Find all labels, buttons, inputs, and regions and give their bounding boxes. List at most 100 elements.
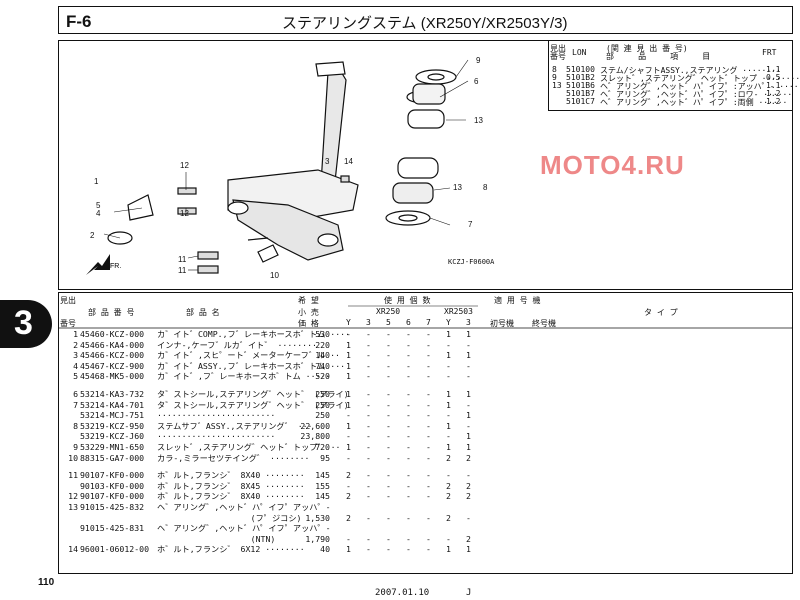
- cell-qty: 2: [446, 480, 451, 491]
- hdr-qty-col: Y: [446, 318, 451, 327]
- cell-part-number: 96001-06012-00: [80, 544, 150, 555]
- cell-qty: -: [446, 533, 451, 544]
- cell-qty: -: [406, 452, 411, 463]
- cell-qty: -: [366, 420, 371, 431]
- cell-part-number: 53219-KCZ-950: [80, 420, 145, 431]
- cell-price: 250: [315, 410, 330, 421]
- cell-qty: 1: [466, 442, 471, 452]
- cell-qty: -: [466, 470, 471, 481]
- callout-5: 5: [96, 201, 101, 210]
- print-date: 2007.01.10: [375, 588, 430, 598]
- cell-idx: 3: [73, 350, 78, 361]
- hdr-part-number: 部 品 番 号: [88, 308, 135, 317]
- hdr-qty-col: 7: [426, 318, 431, 327]
- cell-qty: -: [406, 410, 411, 421]
- cell-price: 520: [315, 371, 330, 382]
- cell-qty: -: [406, 512, 411, 523]
- front-label: FR.: [110, 263, 121, 270]
- callout-12-upper: 12: [180, 161, 189, 170]
- top-thread-part: [415, 69, 457, 85]
- cell-qty: -: [366, 470, 371, 481]
- hdr-first-serial: 初号機: [490, 319, 514, 328]
- cell-qty: 1: [346, 339, 351, 350]
- cell-part-number: 45466-KA4-000: [80, 339, 145, 350]
- cell-qty: -: [366, 442, 371, 452]
- cell-qty: 1: [446, 420, 451, 431]
- callout-14: 14: [344, 157, 353, 166]
- cell-price: 140: [315, 350, 330, 361]
- cell-qty: -: [386, 491, 391, 502]
- cell-qty: -: [426, 544, 431, 555]
- cell-qty: 1: [346, 350, 351, 361]
- cell-qty: 1: [346, 442, 351, 452]
- cell-qty: -: [366, 339, 371, 350]
- callout-12-lower: 12: [180, 209, 189, 218]
- ref-row-frt: 1.1: [766, 65, 781, 74]
- cell-qty: -: [446, 339, 451, 350]
- cell-qty: -: [366, 329, 371, 339]
- ref-header-name: 部 品 項 目: [606, 52, 711, 61]
- cell-qty: -: [426, 329, 431, 339]
- reference-box: [548, 41, 792, 111]
- cell-qty: -: [346, 431, 351, 442]
- upper-race: [407, 109, 445, 129]
- ref-row-frt: 1.2: [766, 89, 781, 98]
- cell-qty: -: [366, 431, 371, 442]
- cell-qty: -: [426, 491, 431, 502]
- cell-qty: 2: [346, 512, 351, 523]
- cell-part-name: タ゛ストシール,ステアリング゛ヘット゛ (アライ): [157, 399, 349, 410]
- ref-row-name: ステム/シャフトASSY.,ステアリング ········: [600, 66, 781, 75]
- cell-idx: 12: [68, 491, 78, 502]
- cell-part-number: 53214-KA3-732: [80, 389, 145, 399]
- cell-part-number: 45466-KCZ-000: [80, 350, 145, 361]
- ref-row-frt: 1.1: [766, 81, 781, 90]
- cell-part-name: カ゛イト゛COMP.,フ゛レーキホースホ゛トム ····: [157, 329, 351, 339]
- dust-seal: [385, 210, 431, 226]
- ref-row-name: ヘ゛アリング゛,ヘット゛ハ゜イフ゜:ロワ- ······: [600, 90, 793, 99]
- cell-qty: 2: [346, 470, 351, 481]
- callout-7: 7: [468, 220, 473, 229]
- cell-part-name: ホ゛ルト,フランシ゛ 8X45 ········: [157, 480, 305, 491]
- cell-idx: 10: [68, 452, 78, 463]
- cell-qty: -: [366, 399, 371, 410]
- cell-part-number: 90107-KF0-000: [80, 491, 145, 502]
- cell-qty: -: [466, 512, 471, 523]
- table-row: 53214-MCJ-751························250…: [62, 410, 782, 420]
- cell-qty: -: [386, 339, 391, 350]
- cell-qty: -: [386, 329, 391, 339]
- cell-qty: -: [386, 360, 391, 371]
- cell-qty: 1: [466, 431, 471, 442]
- cell-qty: -: [426, 360, 431, 371]
- cell-part-name: ························: [157, 431, 276, 442]
- callout-11-lower: 11: [178, 266, 187, 275]
- cell-idx: 5: [73, 371, 78, 382]
- cell-part-number: 90103-KF0-000: [80, 480, 145, 491]
- ref-row-code: 5101B2: [566, 73, 595, 82]
- cell-qty: -: [386, 512, 391, 523]
- cell-qty: 1: [346, 360, 351, 371]
- cell-idx: 8: [73, 420, 78, 431]
- cell-qty: 1: [346, 420, 351, 431]
- cell-qty: -: [406, 420, 411, 431]
- ref-header-col1: 見出: [550, 44, 566, 53]
- cell-price: 1,790: [305, 533, 330, 544]
- cell-qty: -: [366, 389, 371, 399]
- cell-price: 740: [315, 360, 330, 371]
- cell-qty: -: [406, 533, 411, 544]
- callout-6: 6: [474, 77, 479, 86]
- cell-qty: -: [346, 410, 351, 421]
- cell-qty: -: [346, 452, 351, 463]
- ref-row-name: スレット゛,ステアリング゛ヘット゛トップ ········: [600, 74, 800, 83]
- cell-price: 1,530: [305, 512, 330, 523]
- table-row: 53219-KCZ-J60························23,…: [62, 431, 782, 441]
- callout-13-upper: 13: [474, 116, 483, 125]
- cell-qty: -: [386, 452, 391, 463]
- cell-price: 145: [315, 491, 330, 502]
